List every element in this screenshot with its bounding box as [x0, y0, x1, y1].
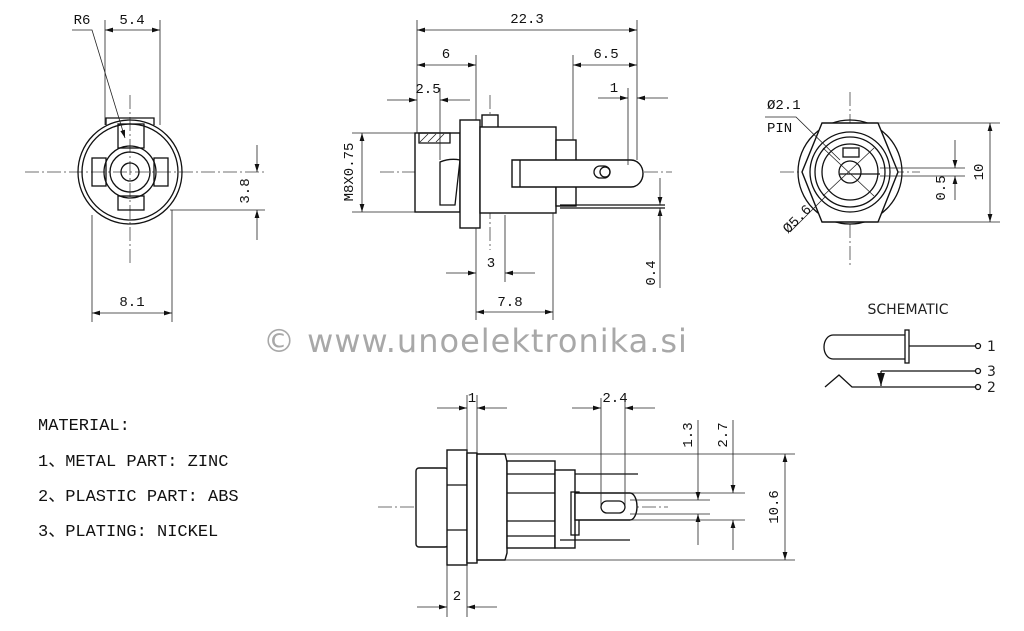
pin-2-label: 2: [987, 380, 996, 396]
dim-2-5: 2.5: [415, 82, 440, 98]
top-view: 1 2.4 1.3 2.7 10.6 2: [378, 391, 795, 617]
dim-2-7: 2.7: [716, 422, 732, 447]
pin-diameter-label: Ø2.1: [767, 98, 801, 114]
dim-3-8: 3.8: [238, 178, 254, 203]
material-item: 1、METAL PART: ZINC: [38, 453, 228, 472]
radius-label: R6: [74, 13, 91, 29]
dim-10: 10: [972, 164, 988, 181]
dim-0-5: 0.5: [934, 175, 950, 200]
material-item: 2、PLASTIC PART: ABS: [38, 488, 239, 507]
thread-label: M8X0.75: [342, 143, 358, 202]
dim-2-4: 2.4: [602, 391, 627, 407]
material-title: MATERIAL:: [38, 417, 130, 436]
front-view: 5.4 R6 3.8 8.1: [25, 13, 265, 322]
dim-1-top: 1: [468, 391, 476, 407]
watermark: © www.unoelektronika.si: [263, 322, 688, 360]
dim-22-3: 22.3: [510, 12, 544, 28]
pin-1-label: 1: [987, 339, 996, 355]
material-notes: MATERIAL: 1、METAL PART: ZINC 2、PLASTIC P…: [38, 417, 239, 542]
dim-1: 1: [610, 81, 618, 97]
pin-label: PIN: [767, 121, 792, 137]
dim-0-4: 0.4: [644, 260, 660, 285]
side-view: 22.3 6 6.5 2.5 1 M8X0.75 3 7.8 0.4: [342, 12, 672, 320]
material-item: 3、PLATING: NICKEL: [38, 523, 218, 542]
pin-3-label: 3: [987, 364, 996, 380]
schematic-title: SCHEMATIC: [867, 302, 948, 318]
dim-5-4: 5.4: [119, 13, 144, 29]
dim-6-5: 6.5: [593, 47, 618, 63]
dim-3: 3: [487, 256, 495, 272]
bore-diameter-label: Ø5.6: [780, 202, 815, 237]
rear-view: 10 0.5 Ø2.1 PIN Ø5.6: [765, 92, 1000, 265]
schematic: SCHEMATIC 1 3 2: [823, 302, 996, 396]
dim-1-3: 1.3: [681, 422, 697, 447]
dim-8-1: 8.1: [119, 295, 144, 311]
dim-2: 2: [453, 589, 461, 605]
dim-7-8: 7.8: [497, 295, 522, 311]
dim-10-6: 10.6: [767, 490, 783, 524]
dim-6: 6: [442, 47, 450, 63]
